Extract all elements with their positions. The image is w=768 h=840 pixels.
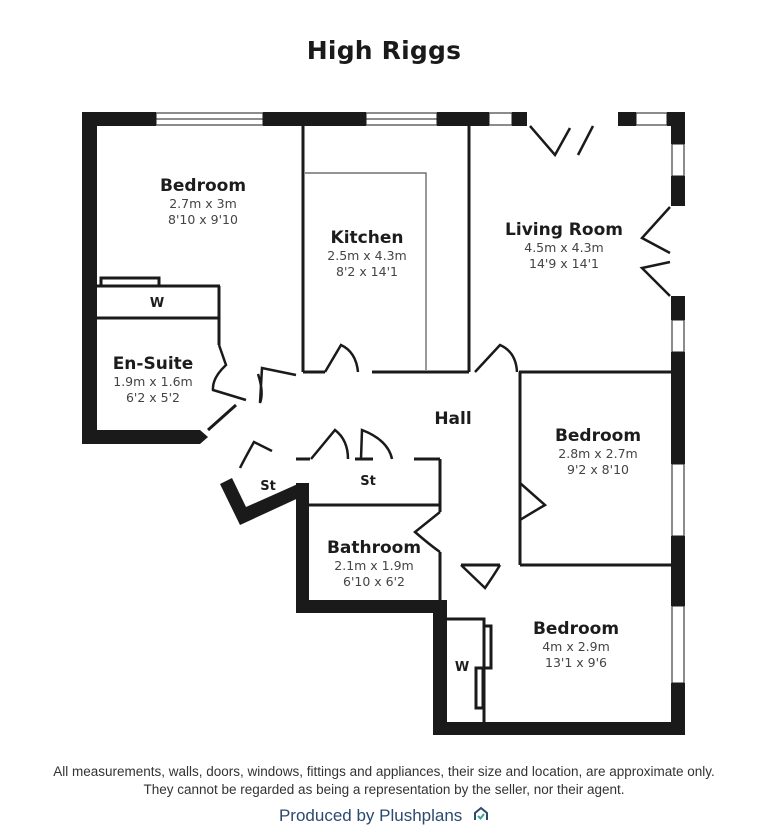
room-bedroom-3: Bedroom 4m x 2.9m 13'1 x 9'6 (533, 619, 619, 671)
room-imperial: 8'10 x 9'10 (168, 212, 238, 227)
room-name: Bedroom (532, 619, 620, 639)
room-name: Hall (434, 409, 472, 429)
room-hall: Hall (434, 409, 471, 429)
room-imperial: 14'9 x 14'1 (529, 256, 599, 271)
room-living-room: Living Room 4.5m x 4.3m 14'9 x 14'1 (505, 220, 623, 272)
room-name: Bedroom (554, 426, 642, 446)
disclaimer-line-1: All measurements, walls, doors, windows,… (53, 764, 715, 779)
disclaimer-line-2: They cannot be regarded as being a repre… (143, 782, 625, 797)
plan-title: High Riggs (306, 36, 462, 65)
room-imperial: 6'10 x 6'2 (343, 574, 405, 589)
room-bedroom-2: Bedroom 2.8m x 2.7m 9'2 x 8'10 (555, 426, 641, 478)
room-metric: 2.7m x 3m (169, 196, 237, 211)
wardrobe-label: W (454, 660, 470, 675)
room-name: Living Room (505, 220, 623, 240)
store-label: St (260, 479, 276, 494)
room-imperial: 13'1 x 9'6 (545, 655, 607, 670)
room-name: En-Suite (112, 354, 194, 374)
wardrobe-label: W (149, 296, 165, 311)
room-bedroom-1: Bedroom 2.7m x 3m 8'10 x 9'10 (160, 176, 246, 228)
room-metric: 4.5m x 4.3m (524, 240, 604, 255)
room-name: Kitchen (330, 228, 404, 248)
room-name: Bedroom (159, 176, 247, 196)
plushplans-house-icon (473, 806, 489, 827)
room-imperial: 6'2 x 5'2 (125, 390, 181, 405)
room-metric: 1.9m x 1.6m (113, 374, 193, 389)
producer-text: Produced by Plushplans (278, 806, 463, 825)
room-imperial: 8'2 x 14'1 (336, 264, 398, 279)
room-kitchen: Kitchen 2.5m x 4.3m 8'2 x 14'1 (327, 228, 406, 280)
room-name: Bathroom (326, 538, 422, 558)
room-en-suite: En-Suite 1.9m x 1.6m 6'2 x 5'2 (113, 354, 194, 406)
room-metric: 4m x 2.9m (542, 639, 610, 654)
room-metric: 2.5m x 4.3m (327, 248, 407, 263)
room-bathroom: Bathroom 2.1m x 1.9m 6'10 x 6'2 (327, 538, 421, 590)
room-metric: 2.8m x 2.7m (558, 446, 638, 461)
producer-credit: Produced by Plushplans (0, 806, 768, 827)
room-metric: 2.1m x 1.9m (334, 558, 414, 573)
room-imperial: 9'2 x 8'10 (567, 462, 629, 477)
store-label: St (360, 474, 376, 489)
